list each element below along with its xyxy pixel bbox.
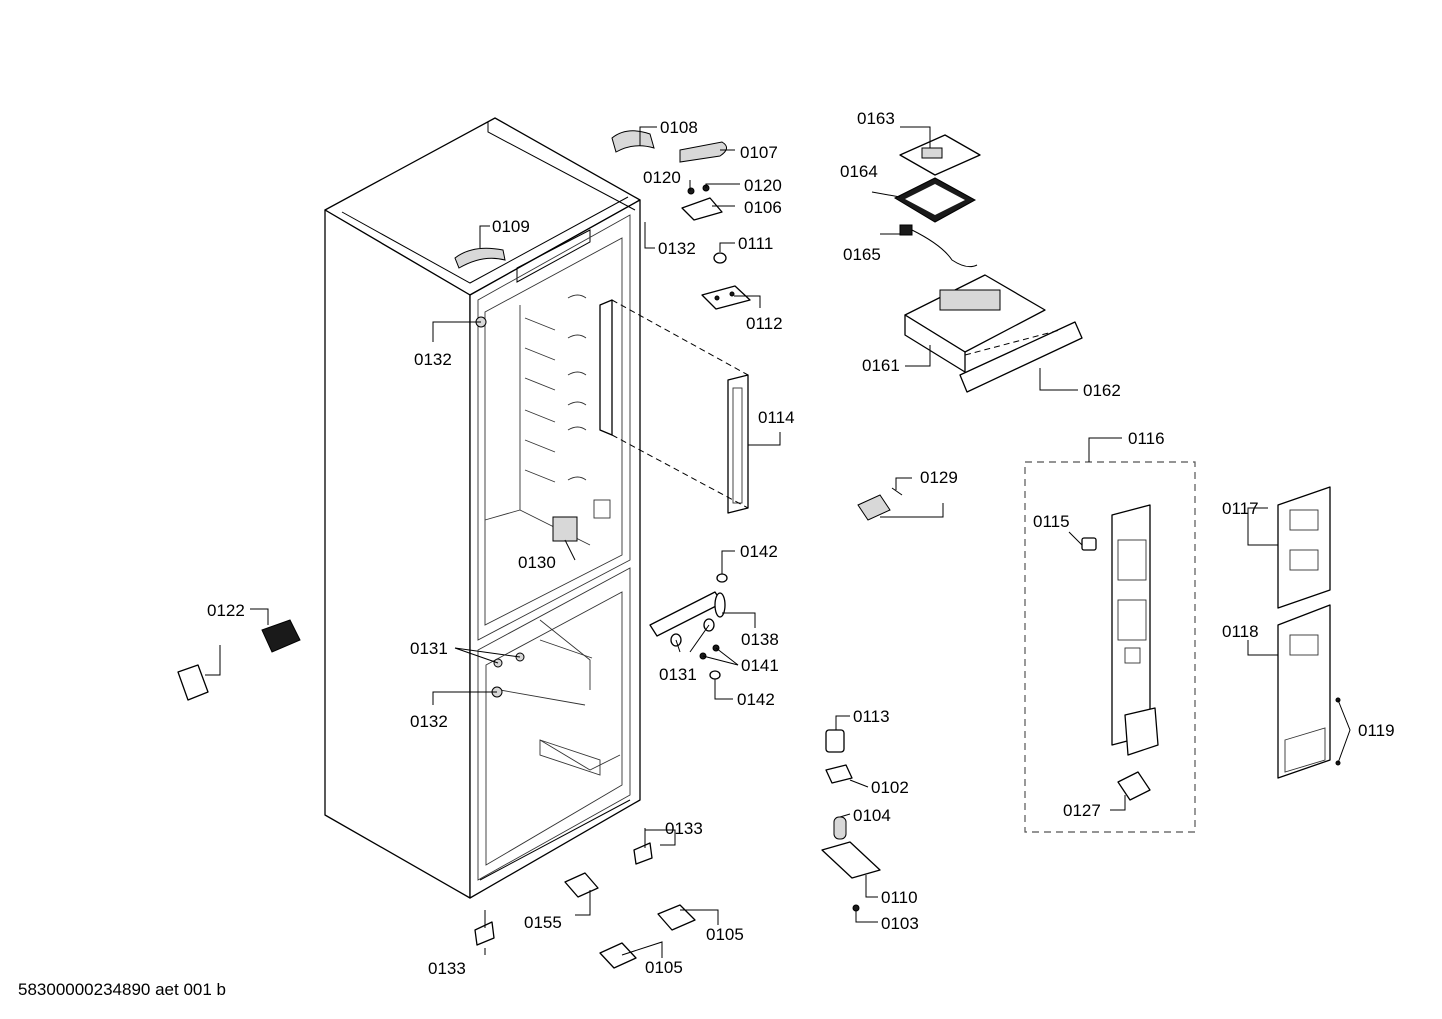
callout-0106: 0106 <box>744 198 782 217</box>
sensor-0113 <box>825 729 845 753</box>
bracket-0105-a <box>657 904 696 931</box>
callout-0115: 0115 <box>1033 512 1070 531</box>
callout-0116: 0116 <box>1128 429 1165 448</box>
screw-0142-top <box>716 573 728 583</box>
cap-0115 <box>1081 537 1097 551</box>
callout-0164: 0164 <box>840 162 878 181</box>
panel-0117 <box>1277 486 1331 609</box>
callout-0109: 0109 <box>492 217 530 236</box>
cable-0165 <box>899 224 978 268</box>
callout-0131-right: 0131 <box>659 665 697 684</box>
callout-0131-left: 0131 <box>410 639 448 658</box>
roller-0104 <box>833 816 847 840</box>
callout-0127: 0127 <box>1063 801 1101 820</box>
callout-0102: 0102 <box>871 778 909 797</box>
callout-0112: 0112 <box>746 314 783 333</box>
callout-0132-top: 0132 <box>658 239 696 258</box>
bracket-0105-b <box>599 942 637 969</box>
foot-0133-a <box>633 828 653 865</box>
callout-0118: 0118 <box>1222 622 1259 641</box>
callout-0117: 0117 <box>1222 499 1259 518</box>
light-switch-0129 <box>857 487 903 521</box>
cover-0107 <box>679 141 727 163</box>
callout-0103: 0103 <box>881 914 919 933</box>
screws-0119 <box>1335 697 1341 766</box>
frame-0164 <box>893 177 977 223</box>
callout-0110: 0110 <box>881 888 918 907</box>
screw-0103 <box>852 904 860 912</box>
callout-0165: 0165 <box>843 245 881 264</box>
cover-strip-0108 <box>611 130 655 153</box>
callout-0105-right: 0105 <box>706 925 744 944</box>
callout-0104: 0104 <box>853 806 891 825</box>
callout-0133-left: 0133 <box>428 959 466 978</box>
callout-0108: 0108 <box>660 118 698 137</box>
refrigerator-cabinet <box>324 117 641 899</box>
fascia-0162 <box>959 321 1083 393</box>
control-module-0161 <box>904 274 1046 373</box>
callout-0105-lower: 0105 <box>645 958 683 977</box>
callout-0132-lower: 0132 <box>410 712 448 731</box>
callout-0114: 0114 <box>758 408 795 427</box>
assembly-box-0116 <box>1024 461 1196 833</box>
callout-0161: 0161 <box>862 356 900 375</box>
callout-0107: 0107 <box>740 143 778 162</box>
evaporator-cover-0116 <box>1111 504 1159 756</box>
callout-0142-bottom: 0142 <box>737 690 775 709</box>
clip-0155 <box>564 872 599 898</box>
callout-labels: 0108 0107 0120 0120 0106 0109 0111 0132 … <box>207 109 1395 978</box>
callout-0111: 0111 <box>738 234 773 253</box>
callout-0119: 0119 <box>1358 721 1395 740</box>
callout-0132-left: 0132 <box>414 350 452 369</box>
tray-0127 <box>1117 771 1151 801</box>
callout-0162: 0162 <box>1083 381 1121 400</box>
handle-recess-0109 <box>454 247 506 269</box>
callout-0138: 0138 <box>741 630 779 649</box>
light-cover-0114 <box>599 299 749 514</box>
callout-0130: 0130 <box>518 553 556 572</box>
foot-0133-b <box>474 910 495 946</box>
callout-0141: 0141 <box>741 656 779 675</box>
callout-0113: 0113 <box>853 707 890 726</box>
bracket-0106 <box>681 184 723 221</box>
cap-0111 <box>713 252 727 264</box>
hinge-0138 <box>649 591 726 660</box>
callout-0155: 0155 <box>524 913 562 932</box>
callout-0120-right: 0120 <box>744 176 782 195</box>
callout-0120-left: 0120 <box>643 168 681 187</box>
hinge-plate-0110 <box>821 841 881 879</box>
circuit-board-0163 <box>899 134 981 176</box>
document-id: 58300000234890 aet 001 b <box>18 980 226 999</box>
callout-0133-right: 0133 <box>665 819 703 838</box>
callout-0142-top: 0142 <box>740 542 778 561</box>
bracket-0122 <box>177 619 301 701</box>
callout-0122: 0122 <box>207 601 245 620</box>
panel-0118 <box>1277 604 1331 779</box>
plate-0112 <box>701 285 751 310</box>
screw-0142-bottom <box>709 670 721 680</box>
leader-lines <box>205 126 1351 958</box>
callout-0129: 0129 <box>920 468 958 487</box>
callout-0163: 0163 <box>857 109 895 128</box>
holder-0102 <box>825 764 853 784</box>
